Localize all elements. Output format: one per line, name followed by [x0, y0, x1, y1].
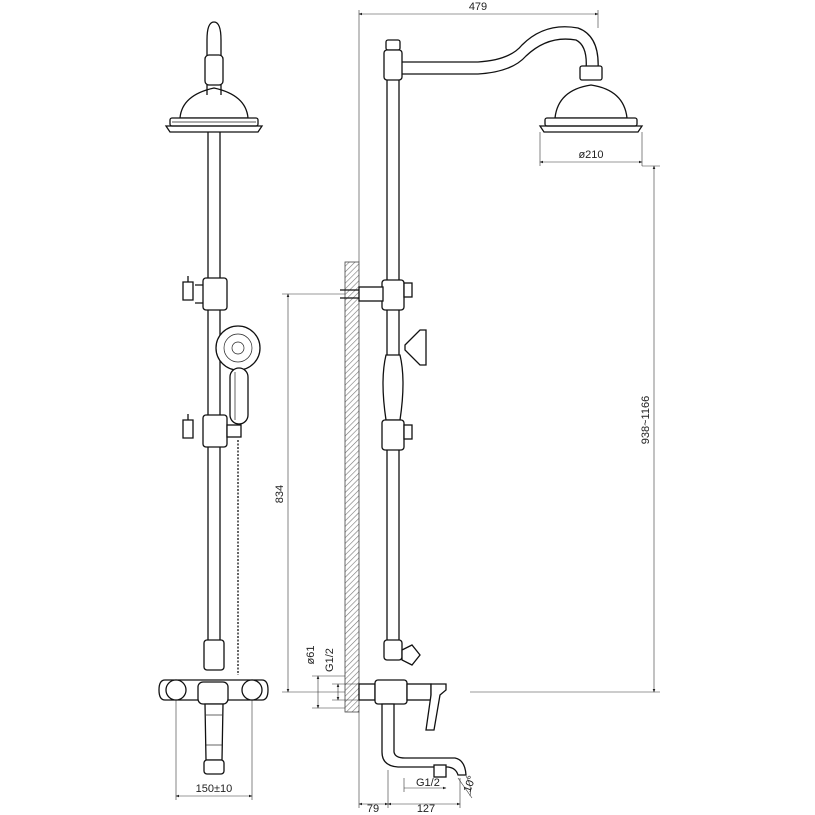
front-spout: [204, 703, 224, 761]
dim-height-range: 938~1166: [640, 396, 652, 444]
dim-top-width: 479: [469, 1, 487, 13]
dim-spout-reach: 127: [417, 803, 435, 815]
front-hand-shower-handle: [229, 367, 249, 425]
dim-centers: 150±10: [196, 783, 233, 795]
dim-inlet-thread: G1/2: [324, 648, 336, 672]
dim-bracket-height: 834: [274, 485, 286, 503]
front-shower-arm: [206, 21, 222, 95]
side-mixer-lever: [425, 683, 447, 731]
side-mixer-body: [374, 679, 408, 705]
dim-wall-offset: 79: [367, 803, 379, 815]
front-slide-holder: [202, 414, 228, 448]
side-hand-shower: [382, 354, 404, 421]
front-arm-joint: [204, 54, 224, 86]
side-shower-head: [554, 84, 628, 119]
side-diverter: [401, 644, 421, 666]
dim-spout-thread: G1/2: [416, 777, 440, 789]
front-upper-bracket: [202, 277, 228, 311]
wall-section: [344, 261, 360, 713]
side-spout: [381, 703, 467, 776]
side-top-cap: [383, 49, 403, 81]
dim-pipe-diameter: ø61: [305, 646, 317, 665]
side-gooseneck-bottom: [402, 38, 587, 75]
front-view: 150±10: [158, 21, 269, 800]
front-shower-head: [179, 87, 249, 119]
front-mixer-handle: [197, 681, 229, 705]
side-gooseneck-top: [402, 26, 599, 71]
front-hand-shower-head: [215, 325, 261, 371]
dim-spout-angle: 10°: [462, 774, 479, 794]
side-view: 479 ø210 938~1166 834 ø61 G1/2 79 12: [274, 1, 660, 815]
dim-head-diameter: ø210: [578, 149, 603, 161]
